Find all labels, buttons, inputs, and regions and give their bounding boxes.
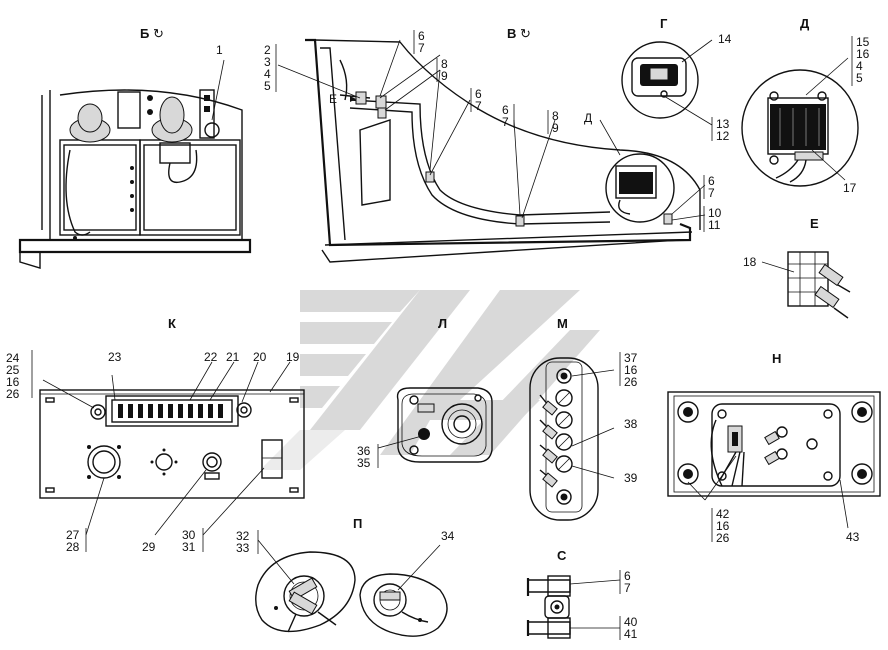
label-k-25: 25 xyxy=(6,363,20,377)
view-v-title: В ↻ xyxy=(507,26,531,41)
view-p-title: П xyxy=(353,516,363,531)
view-d-title: Д xyxy=(800,16,810,31)
label-brackets xyxy=(31,30,853,640)
label-l-36: 36 xyxy=(357,444,371,458)
view-n-title: Н xyxy=(772,351,782,366)
label-v-8b: 8 xyxy=(552,109,559,123)
view-s-drawing xyxy=(526,575,621,639)
label-b-5: 5 xyxy=(264,79,271,93)
label-v-7d: 7 xyxy=(708,186,715,200)
view-g-title: Г xyxy=(660,16,668,31)
label-k-24: 24 xyxy=(6,351,20,365)
view-k-title: К xyxy=(168,316,176,331)
label-v-7a: 7 xyxy=(418,41,425,55)
view-e-drawing xyxy=(761,251,851,319)
label-s-40: 40 xyxy=(624,615,638,629)
label-k-28: 28 xyxy=(66,540,80,554)
label-v-7b: 7 xyxy=(475,99,482,113)
label-v-10: 10 xyxy=(708,206,722,220)
view-m-title: М xyxy=(557,316,568,331)
label-k-26: 26 xyxy=(6,387,20,401)
label-v-7c: 7 xyxy=(502,115,509,129)
label-s-6: 6 xyxy=(624,569,631,583)
label-s-41: 41 xyxy=(624,627,638,641)
label-k-23: 23 xyxy=(108,350,122,364)
view-n-drawing xyxy=(667,391,881,529)
label-v-6d: 6 xyxy=(708,174,715,188)
view-v-drawing xyxy=(277,38,706,263)
view-l-title: Л xyxy=(438,316,448,331)
label-p-33: 33 xyxy=(236,541,250,555)
label-k-27: 27 xyxy=(66,528,80,542)
label-s-7: 7 xyxy=(624,581,631,595)
label-v-6a: 6 xyxy=(418,29,425,43)
watermark-logo xyxy=(260,290,600,470)
label-b-1: 1 xyxy=(216,43,223,57)
label-m-39: 39 xyxy=(624,471,638,485)
label-d-15: 15 xyxy=(856,35,870,49)
label-m-37: 37 xyxy=(624,351,638,365)
label-b-3: 3 xyxy=(264,55,271,69)
label-n-43: 43 xyxy=(846,530,860,544)
label-v-8a: 8 xyxy=(441,57,448,71)
label-l-35: 35 xyxy=(357,456,371,470)
label-d-4: 4 xyxy=(856,59,863,73)
view-s-title: С xyxy=(557,548,567,563)
label-k-16: 16 xyxy=(6,375,20,389)
label-n-16: 16 xyxy=(716,519,730,533)
label-k-21: 21 xyxy=(226,350,240,364)
label-v-6b: 6 xyxy=(475,87,482,101)
label-e-18: 18 xyxy=(743,255,757,269)
label-v-6c: 6 xyxy=(502,103,509,117)
view-d-drawing xyxy=(741,57,859,187)
terminal-slots xyxy=(118,404,223,418)
label-k-20: 20 xyxy=(253,350,267,364)
label-b-4: 4 xyxy=(264,67,271,81)
label-d-17: 17 xyxy=(843,181,857,195)
label-v-11: 11 xyxy=(708,218,721,232)
label-k-30: 30 xyxy=(182,528,196,542)
label-k-31: 31 xyxy=(182,540,196,554)
label-v-9a: 9 xyxy=(441,69,448,83)
label-g-12: 12 xyxy=(716,129,730,143)
view-b-drawing xyxy=(18,59,252,269)
label-v-marker-d: Д xyxy=(584,111,593,125)
label-k-19: 19 xyxy=(286,350,300,364)
view-p2-drawing xyxy=(359,544,448,637)
label-d-16: 16 xyxy=(856,47,870,61)
label-b-2: 2 xyxy=(264,43,271,57)
label-k-22: 22 xyxy=(204,350,218,364)
view-m-drawing xyxy=(529,357,615,521)
label-g-13: 13 xyxy=(716,117,730,131)
view-p-drawing xyxy=(255,539,356,633)
view-l-drawing xyxy=(377,387,493,463)
label-m-26: 26 xyxy=(624,375,638,389)
label-n-26: 26 xyxy=(716,531,730,545)
label-p-34: 34 xyxy=(441,529,455,543)
label-p-32: 32 xyxy=(236,529,250,543)
label-v-9b: 9 xyxy=(552,121,559,135)
label-m-16: 16 xyxy=(624,363,638,377)
label-k-29: 29 xyxy=(142,540,156,554)
label-n-42: 42 xyxy=(716,507,730,521)
label-m-38: 38 xyxy=(624,417,638,431)
view-b-title: Б ↻ xyxy=(140,26,164,41)
view-g-drawing xyxy=(621,39,713,126)
view-k-drawing xyxy=(39,361,305,536)
view-e-title: Е xyxy=(810,216,819,231)
label-v-marker-e: Е xyxy=(329,92,338,106)
label-d-5: 5 xyxy=(856,71,863,85)
label-g-14: 14 xyxy=(718,32,732,46)
